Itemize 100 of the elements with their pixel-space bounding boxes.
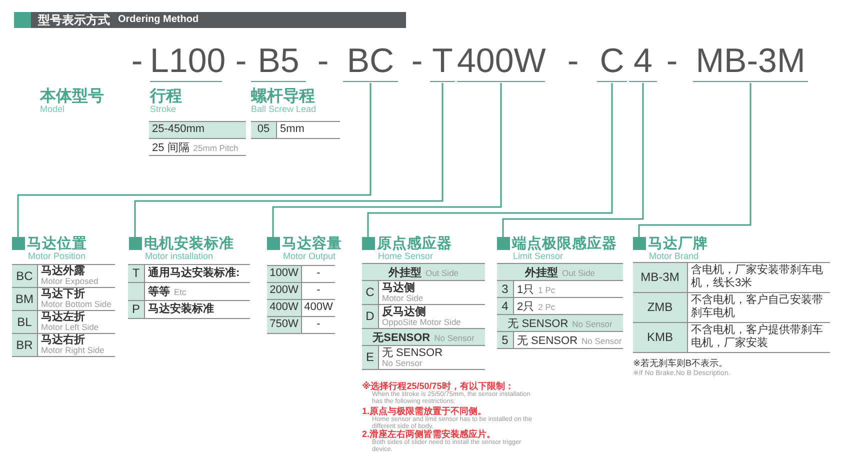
- code-cell: 750W: [267, 317, 302, 332]
- option-sublabel: 25mm Pitch: [193, 142, 238, 153]
- section-title: 电机安装标准: [144, 234, 234, 252]
- option-sublabel: Etc: [174, 287, 186, 298]
- option-sublabel: No Sensor: [434, 332, 474, 343]
- code-cell: 25-450mm: [149, 122, 246, 138]
- field-subtitle: Ball Screw Lead: [251, 104, 316, 114]
- code-cell: BM: [12, 288, 38, 310]
- section-subtitle: Limit Sensor: [513, 251, 564, 261]
- code-segment: 400W: [457, 40, 545, 82]
- code-cell: 5: [497, 332, 514, 348]
- code-cell: 100W: [267, 266, 302, 282]
- option-label: 外挂型: [388, 266, 422, 279]
- option-sublabel: Motor Side: [382, 294, 424, 303]
- option-sublabel: Motor Right Side: [41, 346, 106, 356]
- option-sublabel: Out Side: [562, 268, 596, 278]
- leader-line: [502, 83, 644, 237]
- restriction-note: 1.原点与极限需放置于不同侧。: [362, 405, 487, 416]
- option-label: 马达右折: [41, 334, 86, 346]
- code-separator: -: [130, 41, 144, 82]
- section-title: 马达位置: [27, 234, 87, 252]
- option-sublabel: Motor Exposed: [41, 277, 100, 286]
- code-segment: T: [430, 40, 455, 82]
- option-text: -: [316, 266, 322, 282]
- code-cell: BC: [12, 265, 38, 286]
- code-separator: -: [566, 41, 580, 82]
- option-label: 等等: [148, 286, 170, 298]
- option-label: 1只: [517, 284, 534, 296]
- code-segment: BC: [343, 40, 398, 82]
- option-sublabel: No Sensor: [572, 318, 612, 329]
- option-label: 反马达侧: [382, 306, 427, 318]
- code-cell: BL: [12, 311, 38, 332]
- option-label: 无 SENSOR: [517, 334, 578, 347]
- option-text: 含电机，厂家安装带刹车电机，线长3米: [690, 263, 824, 292]
- header-title: 型号表示方式: [38, 12, 110, 28]
- option-sublabel: Motor Bottom Side: [41, 300, 112, 310]
- code-segment: MB-3M: [693, 40, 808, 82]
- code-cell: 200W: [267, 283, 302, 298]
- option-label: 马达左折: [41, 311, 86, 324]
- field-subtitle: Model: [40, 104, 65, 114]
- option-text: -: [316, 317, 322, 332]
- option-label: 无 SENSOR: [382, 346, 444, 359]
- option-text: 不含电机，客户自己安装带刹车电机: [690, 293, 824, 322]
- option-text: 不含电机，客户提供带刹车电机，厂家安装: [690, 323, 824, 352]
- option-text: 通用马达安装标准:: [147, 266, 241, 281]
- option-sublabel: 1 Pc: [538, 284, 556, 295]
- code-cell: MB-3M: [633, 263, 688, 292]
- field-title: 本体型号: [40, 86, 104, 106]
- leader-line: [17, 83, 372, 237]
- option-label: 马达外露: [41, 265, 86, 278]
- leader-line: [638, 83, 752, 237]
- code-cell: 3: [497, 281, 514, 296]
- code-cell: ZMB: [633, 293, 688, 322]
- option-sublabel: OppoSite Motor Side: [382, 318, 462, 327]
- section-subtitle: Motor Brand: [649, 251, 699, 261]
- code-cell: D: [362, 305, 379, 328]
- option-label: 马达下折: [41, 288, 86, 300]
- option-label: 无 SENSOR: [508, 318, 568, 330]
- code-cell: 05: [251, 122, 277, 138]
- section-subtitle: Motor installation: [145, 251, 214, 261]
- code-cell: 400W: [267, 300, 302, 316]
- option-label: 无SENSOR: [372, 332, 430, 344]
- code-segment: B5: [251, 40, 306, 82]
- code-cell: C: [362, 281, 379, 304]
- section-title: 马达厂牌: [648, 234, 708, 252]
- code-segment: C: [597, 40, 627, 82]
- option-text: -: [316, 283, 322, 298]
- code-cell: 4: [497, 298, 514, 314]
- section-subtitle: Motor Output: [283, 251, 336, 261]
- field-title: 行程: [150, 87, 182, 106]
- code-separator: -: [665, 41, 679, 82]
- option-sublabel: Motor Left Side: [41, 323, 100, 332]
- header-subtitle: Ordering Method: [118, 13, 199, 27]
- code-segment: 4: [629, 40, 657, 82]
- option-sublabel: No Sensor: [382, 358, 424, 368]
- code-separator: -: [234, 41, 248, 82]
- section-title: 端点极限感应器: [512, 234, 617, 252]
- option-text: 400W: [303, 300, 334, 316]
- code-separator: -: [410, 41, 424, 82]
- section-subtitle: Home Sensor: [378, 251, 434, 261]
- footnote: ※若无刹车则B不表示。: [633, 357, 728, 370]
- option-sublabel: 2 Pc: [538, 302, 556, 312]
- leader-line: [272, 83, 502, 237]
- section-title: 马达容量: [282, 234, 342, 252]
- code-cell: KMB: [633, 323, 688, 352]
- leader-line: [134, 83, 444, 237]
- option-label: 马达侧: [382, 282, 416, 294]
- restriction-note: ※选择行程25/50/75时，有以下限制：: [362, 380, 514, 391]
- section-subtitle: Motor Position: [28, 251, 86, 261]
- code-cell: E: [362, 346, 379, 368]
- option-label: 2只: [517, 300, 534, 313]
- option-label: 25 间隔: [152, 142, 190, 154]
- code-cell: T: [128, 265, 145, 282]
- code-cell: BR: [12, 334, 38, 356]
- option-text: 马达安装标准: [147, 302, 215, 317]
- option-text: 5mm: [279, 122, 306, 138]
- section-title: 原点感应器: [377, 234, 452, 252]
- restriction-note: 2.滑座左右两侧皆需安装感应片。: [362, 429, 496, 439]
- field-subtitle: Stroke: [150, 104, 176, 114]
- code-separator: -: [316, 41, 330, 82]
